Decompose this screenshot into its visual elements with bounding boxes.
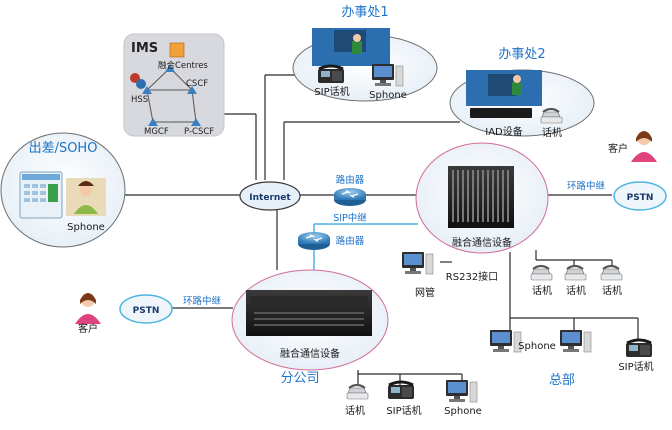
pc-icon [445, 379, 478, 403]
hq-phone1-label: 话机 [532, 284, 552, 297]
soho-sphone-label: Sphone [67, 222, 105, 233]
desk-phone-icon [599, 264, 624, 282]
soho-group: 出差/SOHO Sphone [0, 132, 126, 248]
desk-phone-icon [529, 264, 554, 282]
hq-sphone1-label: Sphone [518, 341, 556, 352]
ims-centres-label: 融合Centres [158, 60, 208, 71]
cscf-label: CSCF [186, 79, 208, 89]
branch-device-group: 融合通信设备 [231, 269, 389, 371]
branch-sphone-label: Sphone [444, 406, 482, 417]
mgcf-label: MGCF [144, 127, 169, 137]
ip-phone-icon [386, 380, 416, 401]
hq-title: 总部 [549, 373, 575, 388]
office2-title: 办事处2 [498, 47, 545, 62]
ims-box: IMS 融合Centres HSS CSCF MGCF P-CSCF [123, 33, 225, 137]
branch-pstn-node: PSTN [119, 294, 173, 324]
hq-phone3-label: 话机 [602, 284, 622, 297]
hq-ring-trunk-label: 环路中继 [567, 180, 606, 192]
desk-phone-icon [563, 264, 588, 282]
router-icon [297, 231, 331, 251]
office1-title: 办事处1 [341, 5, 388, 20]
office1-sip-phone-label: SIP话机 [314, 85, 349, 98]
hq-customer-label: 客户 [608, 142, 628, 155]
iad-device-icon [470, 108, 532, 118]
office2-phone-label: 话机 [542, 126, 562, 139]
desk-phone-icon [345, 383, 370, 401]
hss-label: HSS [131, 95, 148, 105]
router-icon [333, 187, 367, 207]
hq-pstn-label: PSTN [627, 193, 654, 203]
router1-label: 路由器 [336, 174, 365, 186]
ip-phone-icon [624, 338, 654, 359]
hq-phone2-label: 话机 [566, 284, 586, 297]
sip-trunk-label: SIP中继 [333, 212, 367, 224]
hq-device-group: 融合通信设备 [415, 142, 549, 254]
internet-label: Internet [249, 193, 291, 203]
rs232-label: RS232接口 [446, 270, 498, 283]
branch-pstn-label: PSTN [133, 306, 160, 316]
person-icon [75, 293, 101, 324]
branch-phone-label: 话机 [345, 404, 365, 417]
soho-title: 出差/SOHO [29, 141, 98, 156]
branch-sip-phone-label: SIP话机 [386, 404, 421, 417]
office1-group: 办事处1 SIP话机 Sphone [292, 5, 438, 102]
branch-title: 分公司 [280, 371, 319, 386]
branch-device-label: 融合通信设备 [280, 347, 340, 360]
branch-customer-label: 客户 [78, 322, 98, 335]
ims-title: IMS [131, 41, 158, 56]
pcscf-label: P-CSCF [184, 127, 214, 137]
router2-label: 路由器 [336, 235, 365, 247]
person-icon [631, 131, 657, 162]
office2-group: 办事处2 IAD设备 话机 [449, 47, 595, 139]
iad-device-label: IAD设备 [485, 125, 523, 138]
branch-ring-trunk-label: 环路中继 [183, 295, 222, 307]
pc-icon [489, 329, 522, 353]
office1-sphone-label: Sphone [369, 90, 407, 101]
pc-icon [401, 251, 434, 275]
ims-centres-icon [169, 42, 185, 58]
hq-device-label: 融合通信设备 [452, 236, 512, 249]
hq-pstn-node: PSTN [613, 181, 667, 211]
nms-label: 网管 [415, 286, 435, 299]
hq-sip-phone-label: SIP话机 [618, 360, 653, 373]
internet-node: Internet [239, 181, 301, 211]
pc-icon [559, 329, 592, 353]
